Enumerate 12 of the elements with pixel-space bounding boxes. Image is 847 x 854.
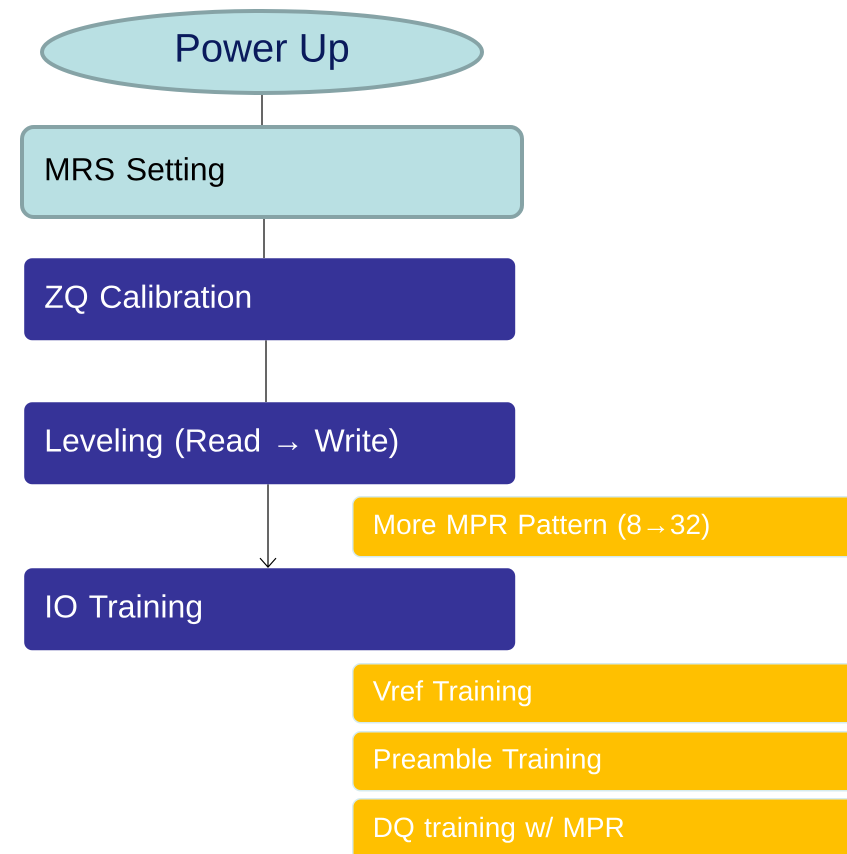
process-box: Leveling (Read → Write) xyxy=(24,402,516,484)
feature-box: Vref Training xyxy=(352,663,847,724)
process-box: MRS Setting xyxy=(20,125,524,219)
connector-line xyxy=(265,340,267,402)
feature-box: More MPR Pattern (8→32) xyxy=(352,496,847,558)
connector-line xyxy=(261,95,263,125)
process-box: ZQ Calibration xyxy=(24,258,516,340)
feature-box: Preamble Training xyxy=(352,731,847,792)
process-box: IO Training xyxy=(24,568,516,650)
connector-line xyxy=(263,219,265,258)
arrow xyxy=(260,484,276,568)
feature-box: DQ training w/ MPR xyxy=(352,798,847,854)
